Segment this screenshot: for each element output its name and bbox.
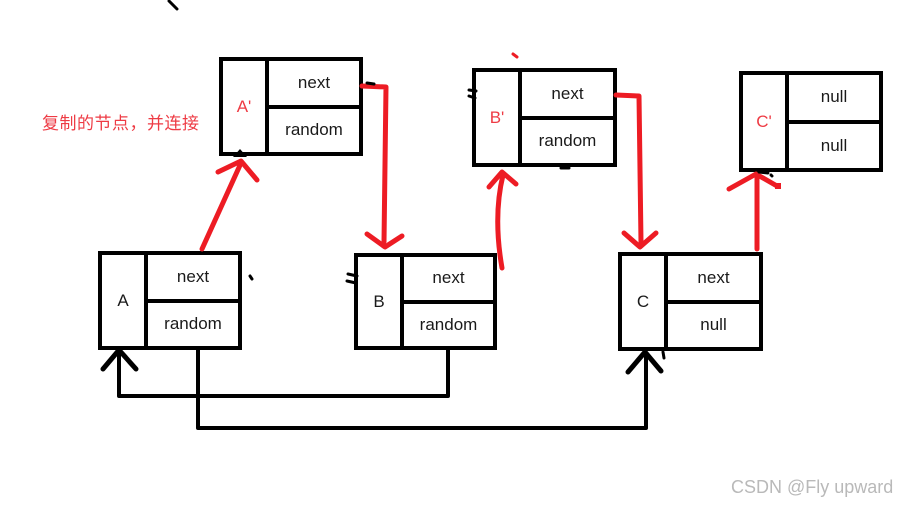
node-a-random-field: random <box>164 314 222 334</box>
node-c-next-field: next <box>668 256 759 304</box>
stray-dot-right-of-a <box>248 274 254 281</box>
stray-tick-top <box>167 0 179 11</box>
csdn-watermark: CSDN @Fly upward <box>731 477 894 497</box>
node-a-prime-next-field: next <box>269 61 359 109</box>
node-b-label: B <box>358 257 404 346</box>
node-c-label: C <box>622 256 668 347</box>
arrow-a-random-to-c-head <box>625 349 664 375</box>
arrow-b-to-b-prime-head <box>486 169 519 190</box>
node-c-prime-label: C' <box>743 75 789 168</box>
node-b-prime-label: B' <box>476 72 522 163</box>
arrow-c-to-c-prime-head <box>726 171 780 192</box>
stray-red-tick <box>511 52 519 59</box>
stray-dash-below-c <box>661 350 666 360</box>
arrow-a-to-a-prime-head <box>215 158 260 183</box>
arrow-b-prime-next-to-c-head <box>621 230 659 250</box>
node-a-next-field: next <box>148 255 238 303</box>
node-a-prime: A' next random <box>219 57 363 156</box>
node-b-prime-next-field: next <box>522 72 613 120</box>
arrow-a-random-to-c <box>196 348 648 430</box>
node-c-prime: C' null null <box>739 71 883 172</box>
node-c-prime-next-field: null <box>789 75 879 124</box>
arrow-a-prime-next-to-b-head <box>364 231 405 250</box>
node-b-next-field: next <box>404 257 493 304</box>
node-b-random-field: random <box>419 314 478 334</box>
arrow-a-to-a-prime <box>199 160 244 252</box>
node-a-prime-random-field: random <box>285 120 343 140</box>
node-b: B next random <box>354 253 497 350</box>
copy-annotation-text: 复制的节点，并连接 <box>42 114 200 133</box>
node-a-prime-label: A' <box>223 61 269 152</box>
black-arrows <box>100 347 664 430</box>
node-c-prime-random-field: null <box>820 135 848 155</box>
stray-dash-right-of-a-prime <box>365 81 376 86</box>
node-a: A next random <box>98 251 242 350</box>
stray-red-dot <box>775 183 781 189</box>
node-c: C next null <box>618 252 763 351</box>
node-c-null-field: null <box>700 315 727 335</box>
node-b-prime-random-field: random <box>538 131 597 151</box>
node-b-prime: B' next random <box>472 68 617 167</box>
node-a-label: A <box>102 255 148 346</box>
arrow-b-random-to-a <box>117 348 450 398</box>
arrow-b-prime-next-to-c <box>613 92 644 245</box>
arrow-b-to-b-prime <box>495 172 506 271</box>
stray-dash-below-c-prime <box>757 170 774 178</box>
arrow-a-prime-next-to-b <box>359 83 389 245</box>
arrow-b-random-to-a-head <box>100 347 139 372</box>
